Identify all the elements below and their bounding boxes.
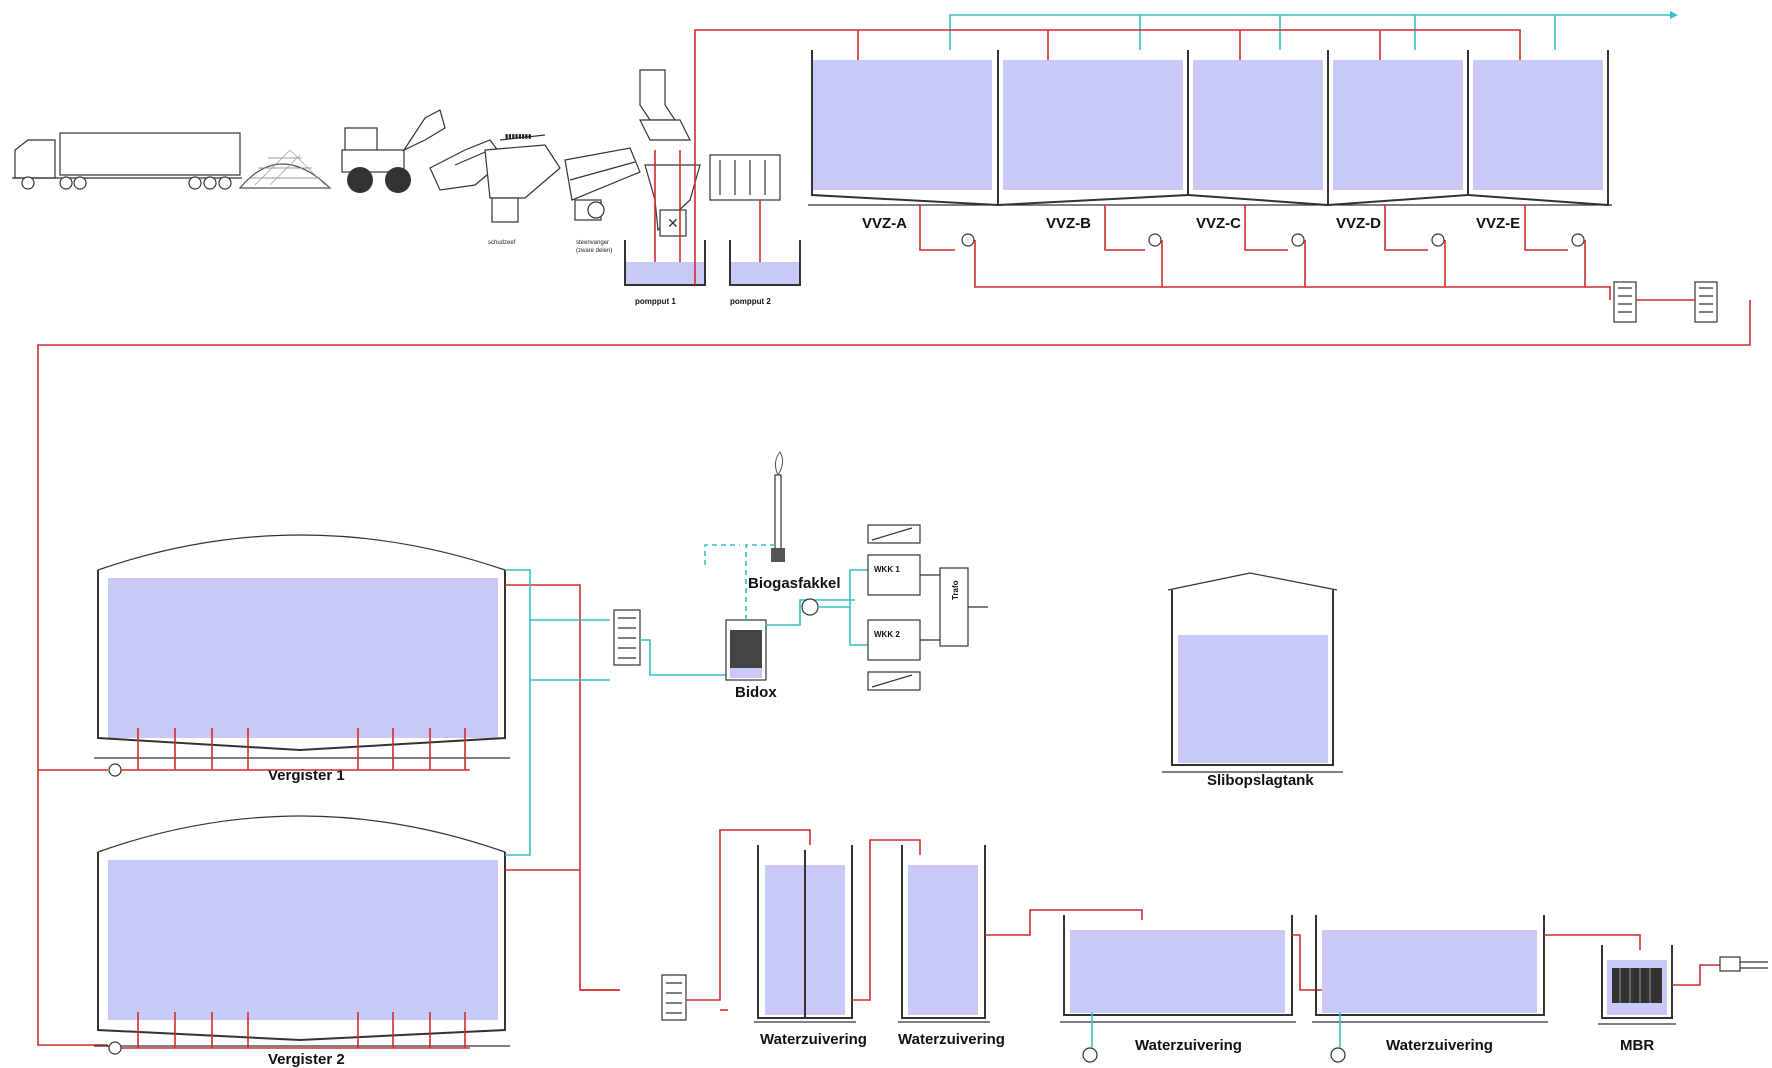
aeration-blower-icons (1082, 1012, 1346, 1063)
waterzuivering-1-label: Waterzuivering (760, 1031, 867, 1048)
digester-lances (110, 728, 470, 1049)
filter-unit-icon (709, 154, 781, 201)
vvz-b-label: VVZ-B (1046, 215, 1091, 232)
vergister-1-label: Vergister 1 (268, 767, 345, 784)
waterzuivering-4-tank (1312, 915, 1548, 1023)
feed-line-top (37, 29, 1751, 1046)
feed-silo-icon (639, 69, 691, 141)
gas-blower-icon (801, 598, 819, 616)
pompput-1-label: pompput 1 (635, 297, 676, 306)
wkk-1-label: WKK 1 (874, 565, 900, 574)
material-heap-icon (238, 149, 332, 189)
waterzuivering-3-label: Waterzuivering (1135, 1037, 1242, 1054)
wkk-2-unit (867, 619, 921, 691)
truck-icon (12, 132, 242, 190)
digester-outlet-lines (505, 569, 620, 991)
waterzuivering-3-tank (1060, 915, 1296, 1023)
biogas-flare-icon (771, 451, 785, 562)
bidox-unit (725, 619, 767, 681)
steenvanger-sub-label: (zware delen) (576, 248, 612, 254)
wz-heat-exchanger-icon (661, 974, 687, 1021)
bidox-label: Bidox (735, 684, 777, 701)
mbr-label: MBR (1620, 1037, 1654, 1054)
pompput-1-tank (624, 240, 706, 286)
steenvanger-label: steenvanger (576, 240, 609, 246)
waterzuivering-4-label: Waterzuivering (1386, 1037, 1493, 1054)
digester-pumps (108, 763, 122, 1055)
pompput-2-tank (729, 240, 801, 286)
svg-text:✕: ✕ (667, 215, 679, 231)
vvz-c-label: VVZ-C (1196, 215, 1241, 232)
wheel-loader-icon (341, 109, 446, 193)
vergister-1-tank (94, 534, 510, 759)
biogasfakkel-label: Biogasfakkel (748, 575, 841, 592)
slibopslagtank-label: Slibopslagtank (1207, 772, 1314, 789)
vvz-e-label: VVZ-E (1476, 215, 1520, 232)
mbr-unit (1598, 945, 1676, 1025)
vvz-pumps (961, 233, 1585, 247)
mbr-outlet-box (1719, 956, 1768, 972)
wkk-1-unit (867, 524, 921, 596)
slibopslagtank-tank (1162, 572, 1343, 773)
vvz-a-label: VVZ-A (862, 215, 907, 232)
trafo-unit (939, 567, 969, 647)
vvz-d-label: VVZ-D (1336, 215, 1381, 232)
gas-collection-line (949, 11, 1678, 50)
vergister-2-label: Vergister 2 (268, 1051, 345, 1068)
schudzeef-label: schudzeef (488, 240, 516, 246)
shredder-icon: ✕ (644, 164, 701, 237)
pompput-2-label: pompput 2 (730, 297, 771, 306)
waterzuivering-2-tank (898, 845, 990, 1023)
waterzuivering-1-tank (754, 845, 856, 1023)
wkk-2-label: WKK 2 (874, 630, 900, 639)
vergister-2-tank (94, 815, 510, 1047)
schudzeef-icon: ▮▮▮▮▮▮▮▮ (484, 134, 561, 223)
vvz-tanks (808, 50, 1612, 207)
svg-text:▮▮▮▮▮▮▮▮: ▮▮▮▮▮▮▮▮ (505, 134, 531, 140)
trafo-label: Trafo (951, 580, 960, 600)
heat-exchanger-icon (1613, 281, 1718, 323)
steenvanger-icon (564, 147, 641, 221)
biogas-cooler-icon (613, 609, 641, 666)
waterzuivering-2-label: Waterzuivering (898, 1031, 1005, 1048)
